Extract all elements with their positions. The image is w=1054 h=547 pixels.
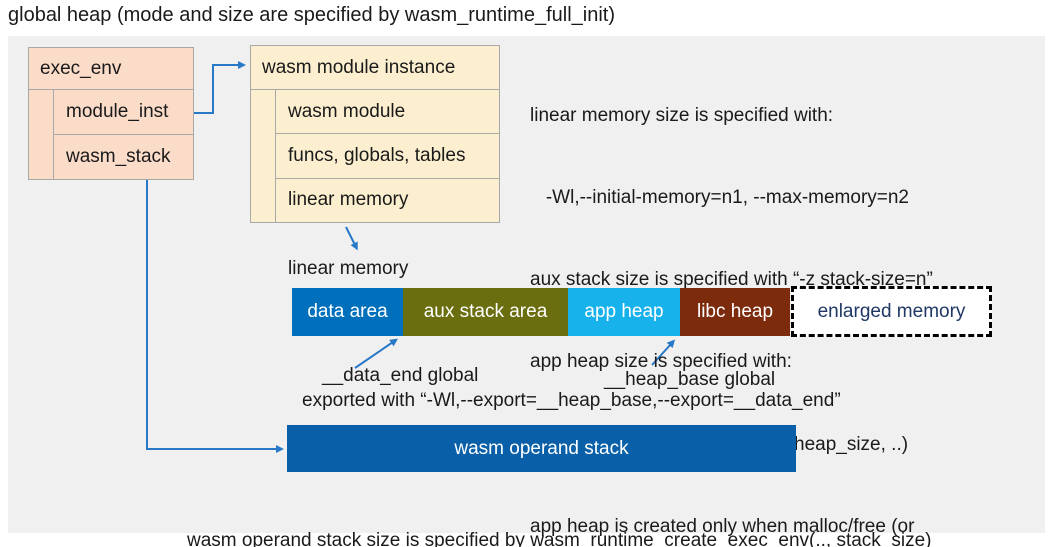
exec-env-box: exec_env module_inst wasm_stack xyxy=(28,47,194,180)
note-line: wasm operand stack size is specified by … xyxy=(187,530,932,547)
exec-env-row-module-inst: module_inst xyxy=(54,90,193,135)
segment-aux-stack-area: aux stack area xyxy=(403,288,568,336)
segment-libc-heap: libc heap xyxy=(680,288,790,336)
exec-env-header: exec_env xyxy=(29,48,193,90)
note-line: linear memory size is specified with: xyxy=(530,104,834,126)
exported-with-label: exported with “-Wl,--export=__heap_base,… xyxy=(302,390,841,411)
operand-stack-notes: wasm operand stack size is specified by … xyxy=(187,477,932,547)
data-end-global-label: __data_end global xyxy=(322,365,479,386)
wasm-operand-stack-bar: wasm operand stack xyxy=(287,425,796,472)
wasm-module-instance-box: wasm module instance wasm module funcs, … xyxy=(250,45,500,223)
segment-data-area: data area xyxy=(292,288,403,336)
instance-row-linear-memory: linear memory xyxy=(288,189,409,211)
exec-env-rows: module_inst wasm_stack xyxy=(53,90,193,179)
instance-row-funcs-globals-tables: funcs, globals, tables xyxy=(276,134,499,179)
page-title: global heap (mode and size are specified… xyxy=(8,4,615,26)
note-line: aux stack size is specified with “-z sta… xyxy=(530,269,933,291)
segment-app-heap: app heap xyxy=(568,288,680,336)
wasm-operand-stack-label: wasm operand stack xyxy=(454,437,629,459)
note-line: app heap size is specified with: xyxy=(530,351,792,373)
segment-enlarged-memory: enlarged memory xyxy=(791,286,992,337)
linear-memory-label: linear memory xyxy=(288,258,409,279)
note-line: -Wl,--initial-memory=n1, --max-memory=n2 xyxy=(530,187,909,209)
instance-row-wasm-module: wasm module xyxy=(276,90,499,135)
wasm-module-instance-header: wasm module instance xyxy=(251,46,499,90)
wasm-module-instance-rows: wasm module funcs, globals, tables linea… xyxy=(275,90,499,222)
exec-env-row-wasm-stack: wasm_stack xyxy=(66,146,171,167)
note-line: app heap is created only when malloc/fre… xyxy=(530,515,915,537)
heap-base-global-label: __heap_base global xyxy=(604,369,776,390)
